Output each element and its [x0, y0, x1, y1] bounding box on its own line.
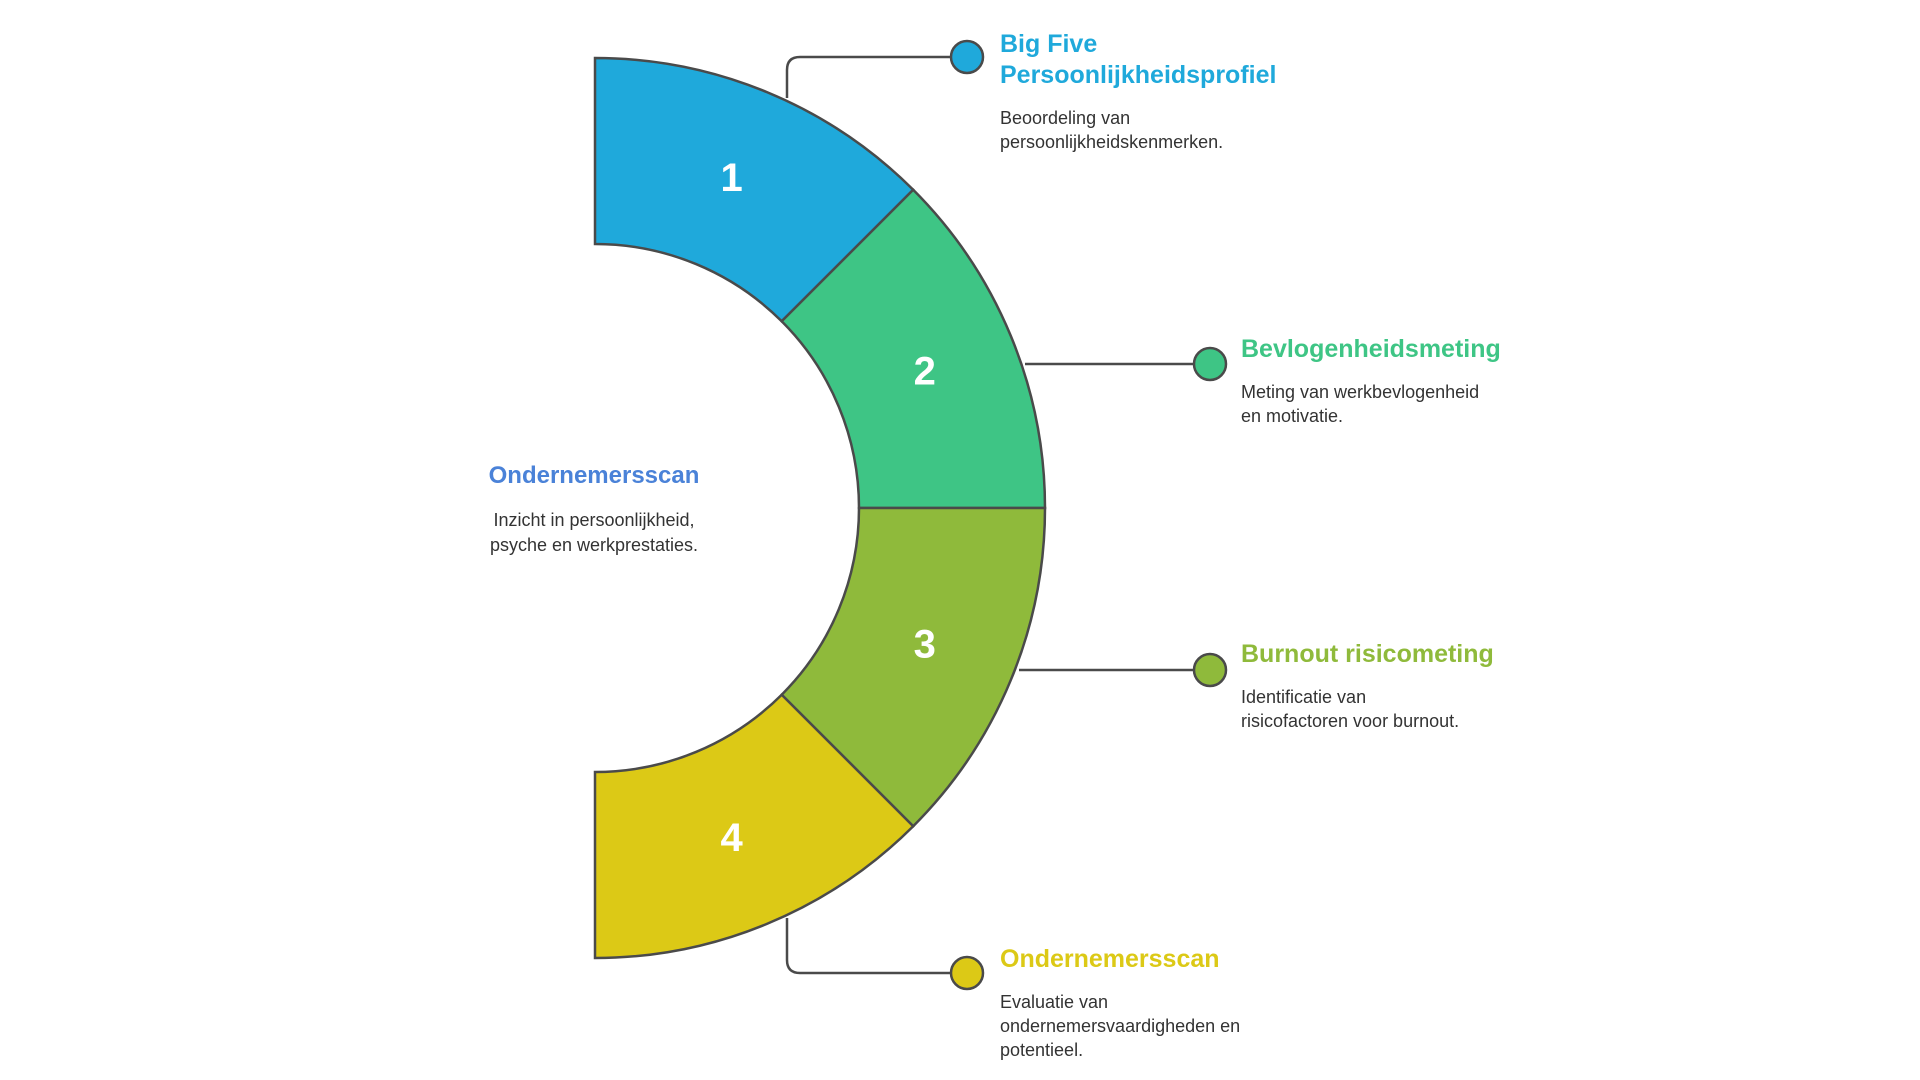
segment-1: [593, 56, 915, 324]
center-description-line-2: psyche en werkprestaties.: [490, 535, 698, 555]
segment-number-3: 3: [914, 623, 936, 667]
connector-dot-3: [1192, 652, 1228, 688]
step-1-title-line-1: Big Five: [1000, 30, 1097, 58]
connector-1: [785, 55, 950, 98]
step-1-description-line-1: Beoordeling van: [1000, 108, 1130, 128]
step-4-title: Ondernemersscan: [1000, 945, 1220, 973]
segment-2: [779, 188, 1047, 510]
center-description-line-1: Inzicht in persoonlijkheid,: [493, 510, 694, 530]
segment-number-4: 4: [720, 816, 743, 860]
step-2-description-line-1: Meting van werkbevlogenheid: [1241, 382, 1479, 402]
step-2-title: Bevlogenheidsmeting: [1241, 335, 1501, 363]
step-3-description-line-2: risicofactoren voor burnout.: [1241, 711, 1459, 731]
connector-dot-4: [949, 955, 985, 991]
step-3-title: Burnout risicometing: [1241, 640, 1494, 668]
segment-number-1: 1: [720, 156, 742, 200]
step-4-description-line-1: Evaluatie van: [1000, 992, 1108, 1012]
connector-dot-1: [949, 39, 985, 75]
segment-4: [593, 692, 915, 960]
segment-3: [779, 506, 1047, 828]
connector-dot-2: [1192, 346, 1228, 382]
center-title: Ondernemersscan: [489, 462, 700, 489]
step-1-title-line-2: Persoonlijkheidsprofiel: [1000, 61, 1276, 89]
step-4-description-line-2: ondernemersvaardigheden en: [1000, 1016, 1240, 1036]
step-1-description-line-2: persoonlijkheidskenmerken.: [1000, 132, 1223, 152]
segment-number-2: 2: [914, 349, 936, 393]
step-4-description-line-3: potentieel.: [1000, 1040, 1083, 1060]
step-2-description-line-2: en motivatie.: [1241, 406, 1343, 426]
connector-4: [785, 918, 950, 975]
step-3-description-line-1: Identificatie van: [1241, 687, 1366, 707]
